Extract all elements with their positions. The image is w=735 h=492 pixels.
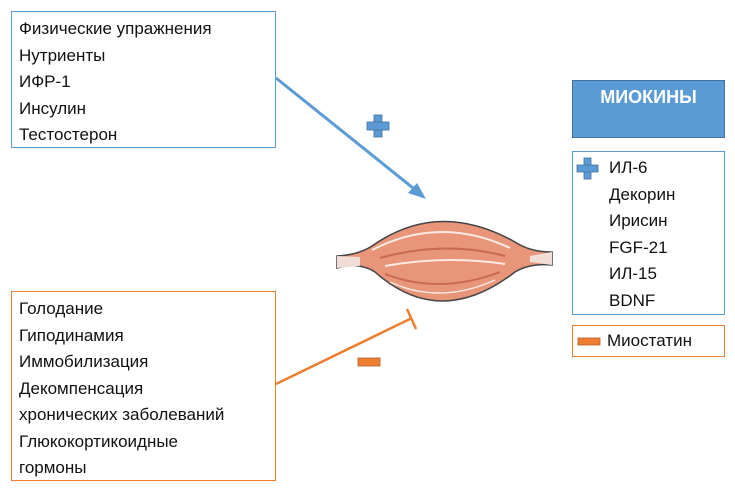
inhibitor-item: Глюкокортикоидные (19, 431, 179, 451)
myokine-item: FGF-21 (609, 237, 668, 257)
inhibitor-item: Декомпенсация (19, 378, 144, 398)
stimulation-arrow (275, 76, 426, 199)
myokine-plus-icon (576, 157, 599, 180)
myokine-item: ИЛ-15 (609, 264, 657, 283)
myokine-item: Декорин (609, 184, 676, 204)
stimulator-item: Физические упражнения (19, 19, 212, 38)
inhibitor-item: Иммобилизация (19, 352, 149, 371)
inhibitors-box: Голодание Гиподинамия Иммобилизация Деко… (11, 291, 276, 481)
myokine-item: Ирисин (609, 211, 668, 230)
myostatin-box: Миостатин (572, 325, 725, 357)
stimulators-box: Физические упражнения Нутриенты ИФР-1 Ин… (11, 11, 276, 148)
muscle-image (336, 220, 553, 302)
myokines-list: ИЛ-6 Декорин Ирисин FGF-21 ИЛ-15 BDNF (572, 151, 725, 315)
inhibitor-item: гормоны (19, 458, 87, 477)
inhibition-line (275, 308, 418, 386)
myokine-item: ИЛ-6 (609, 158, 648, 177)
stimulator-item: Нутриенты (19, 45, 106, 65)
myokine-item: BDNF (609, 290, 656, 310)
inhibitor-item: Гиподинамия (19, 325, 124, 345)
myokines-title: МИОКИНЫ (572, 80, 725, 138)
inhibitor-item: хронических заболеваний (19, 405, 225, 424)
myostatin-label: Миостатин (607, 331, 692, 350)
stimulator-item: Инсулин (19, 98, 87, 118)
inhibitor-item: Голодание (19, 299, 104, 318)
minus-icon (357, 357, 381, 367)
plus-icon (366, 114, 390, 138)
stimulator-item: Тестостерон (19, 125, 118, 144)
myostatin-minus-icon (577, 337, 601, 346)
stimulator-item: ИФР-1 (19, 72, 71, 91)
